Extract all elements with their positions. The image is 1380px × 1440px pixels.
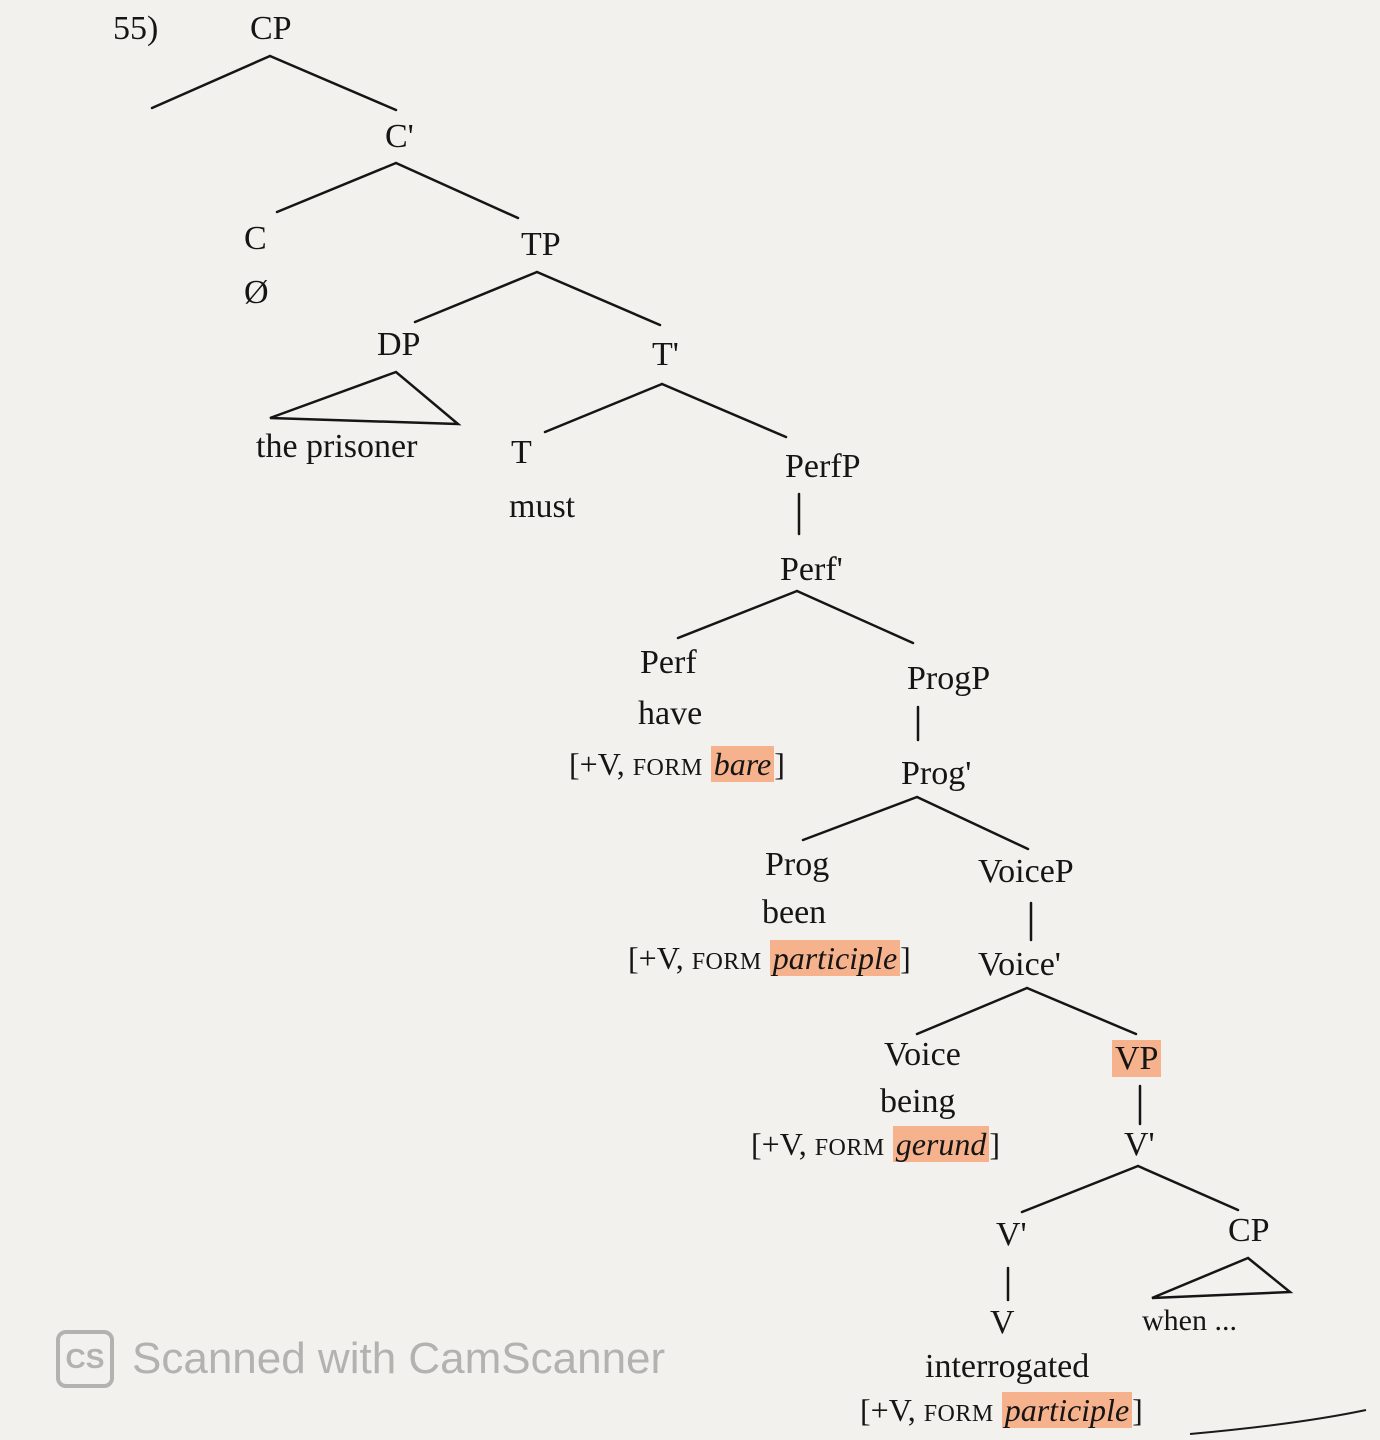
v-word: interrogated	[925, 1348, 1090, 1385]
example-number: 55)	[113, 10, 159, 47]
node-prog-head: Prog	[765, 846, 830, 883]
dp-triangle	[269, 370, 462, 426]
perf-features: [+V, FORM bare]	[569, 746, 785, 782]
prog-features: [+V, FORM participle]	[628, 940, 911, 976]
prog-word: been	[762, 894, 827, 931]
branch-voicebar-vp	[1025, 986, 1138, 1036]
t-word: must	[509, 488, 576, 525]
node-t-bar: T'	[652, 336, 679, 373]
branch-perfbar-progp	[795, 589, 915, 645]
v-features: [+V, FORM participle]	[860, 1392, 1143, 1428]
camscanner-logo-icon: CS	[56, 1330, 114, 1388]
branch-progbar-prog	[801, 795, 919, 842]
node-t-head: T	[511, 434, 532, 471]
branch-vbar-cp	[1136, 1164, 1240, 1212]
camscanner-watermark: CS Scanned with CamScanner	[56, 1330, 665, 1388]
branch-tbar-perfp	[660, 382, 788, 439]
perf-form-value: bare	[710, 746, 775, 782]
prog-form-value: participle	[769, 940, 901, 976]
node-voice-bar: Voice'	[978, 946, 1061, 983]
branch-cbar-c	[275, 161, 398, 214]
node-c-head: C	[244, 220, 267, 257]
node-prog-bar: Prog'	[901, 755, 972, 792]
branch-perfbar-perf	[676, 589, 799, 640]
branch-tp-tbar	[535, 270, 662, 327]
node-progp: ProgP	[907, 660, 991, 697]
node-perf-head: Perf	[640, 644, 697, 681]
node-dp: DP	[377, 326, 421, 363]
voice-features: [+V, FORM gerund]	[751, 1126, 1001, 1162]
node-v-bar-upper: V'	[1124, 1126, 1155, 1163]
cp-adjunct-words: when ...	[1142, 1304, 1237, 1337]
branch-voicebar-voice	[915, 986, 1029, 1036]
node-cp-adjunct: CP	[1228, 1212, 1270, 1249]
camscanner-watermark-text: Scanned with CamScanner	[132, 1334, 666, 1383]
node-tp: TP	[521, 226, 561, 263]
node-c-null: Ø	[244, 274, 269, 311]
node-cp-root: CP	[250, 10, 292, 47]
branch-cp-spec	[150, 54, 272, 110]
cp-adjunct-triangle	[1151, 1256, 1294, 1300]
branch-tbar-t	[543, 382, 664, 434]
node-vp: VP	[1112, 1040, 1162, 1077]
node-c-bar: C'	[385, 118, 414, 155]
branch-cbar-tp	[394, 161, 520, 220]
voice-word: being	[880, 1083, 956, 1120]
branch-cp-cbar	[268, 54, 398, 112]
voice-form-value: gerund	[892, 1126, 990, 1162]
branch-progbar-voicep	[915, 795, 1030, 851]
node-v-bar-lower: V'	[996, 1216, 1027, 1253]
v-form-value: participle	[1001, 1392, 1133, 1428]
branch-vbar-vbar	[1020, 1164, 1140, 1214]
dp-words: the prisoner	[256, 428, 418, 465]
node-perfp: PerfP	[785, 448, 861, 485]
node-v-head: V	[990, 1304, 1015, 1341]
node-perf-bar: Perf'	[780, 551, 843, 588]
perf-word: have	[638, 695, 703, 732]
branch-tp-dp	[413, 270, 539, 324]
page-edge-curve	[1189, 1409, 1367, 1435]
node-voice-head: Voice	[884, 1036, 961, 1073]
node-voicep: VoiceP	[978, 853, 1074, 890]
